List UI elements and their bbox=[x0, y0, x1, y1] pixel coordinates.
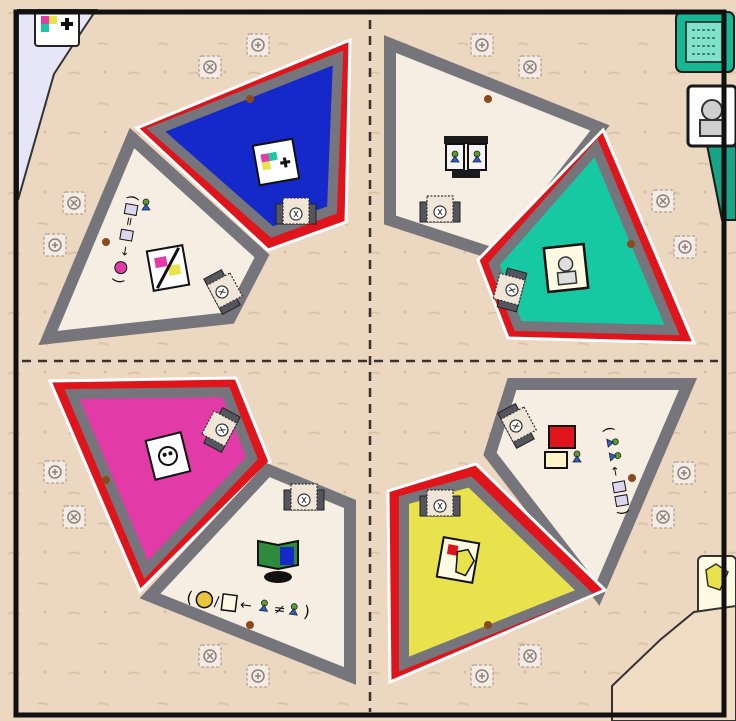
slot-token[interactable] bbox=[247, 34, 269, 56]
wall-peg bbox=[246, 621, 254, 629]
slot-token[interactable] bbox=[471, 665, 493, 687]
wall-peg bbox=[484, 621, 492, 629]
wall-peg bbox=[628, 474, 636, 482]
slot-token[interactable] bbox=[247, 665, 269, 687]
portrait-card-icon bbox=[544, 244, 588, 292]
slot-token[interactable] bbox=[674, 236, 696, 258]
map-card-icon bbox=[437, 537, 479, 583]
svg-text:←: ← bbox=[239, 597, 253, 614]
slot-token[interactable] bbox=[519, 56, 541, 78]
slot-token[interactable] bbox=[199, 645, 221, 667]
wall-peg bbox=[484, 95, 492, 103]
wall-peg bbox=[627, 240, 635, 248]
slot-token[interactable] bbox=[44, 461, 66, 483]
scroll-and-cards-icon bbox=[545, 426, 581, 468]
slot-token[interactable] bbox=[519, 645, 541, 667]
slot-token[interactable] bbox=[63, 506, 85, 528]
tetromino-tile-icon[interactable] bbox=[35, 10, 79, 46]
slot-token[interactable] bbox=[673, 462, 695, 484]
tetromino-card-icon bbox=[253, 139, 299, 185]
slot-token[interactable] bbox=[652, 190, 674, 212]
svg-text:≠: ≠ bbox=[273, 601, 287, 618]
painting-easel-icon bbox=[147, 245, 189, 291]
slot-token[interactable] bbox=[44, 234, 66, 256]
slot-token[interactable] bbox=[63, 192, 85, 214]
slot-token[interactable] bbox=[471, 34, 493, 56]
wall-peg bbox=[102, 238, 110, 246]
wall-peg bbox=[246, 95, 254, 103]
knight-portrait-icon[interactable] bbox=[688, 86, 736, 146]
slot-token[interactable] bbox=[199, 56, 221, 78]
slot-token[interactable] bbox=[652, 506, 674, 528]
wall-peg bbox=[102, 476, 110, 484]
